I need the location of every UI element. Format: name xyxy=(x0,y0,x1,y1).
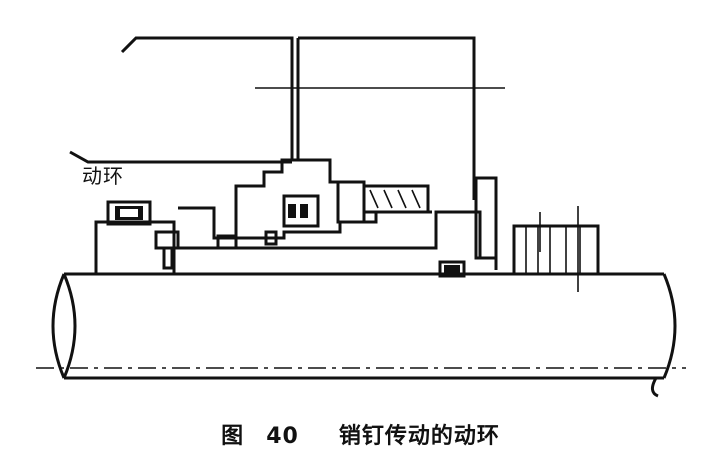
figure-caption: 图 40 销钉传动的动环 xyxy=(0,418,721,450)
set-collar xyxy=(512,206,600,292)
sleeve xyxy=(174,176,498,278)
caption-title: 销钉传动的动环 xyxy=(338,424,500,449)
shaft xyxy=(51,272,677,398)
moving-ring xyxy=(94,200,176,276)
caption-number: 40 xyxy=(266,424,299,449)
stationary-ring-assembly xyxy=(178,158,432,250)
caption-prefix: 图 xyxy=(221,424,245,449)
gland-housing xyxy=(69,36,476,200)
drive-pin xyxy=(154,230,180,270)
moving-ring-label: 动环 xyxy=(82,164,124,188)
